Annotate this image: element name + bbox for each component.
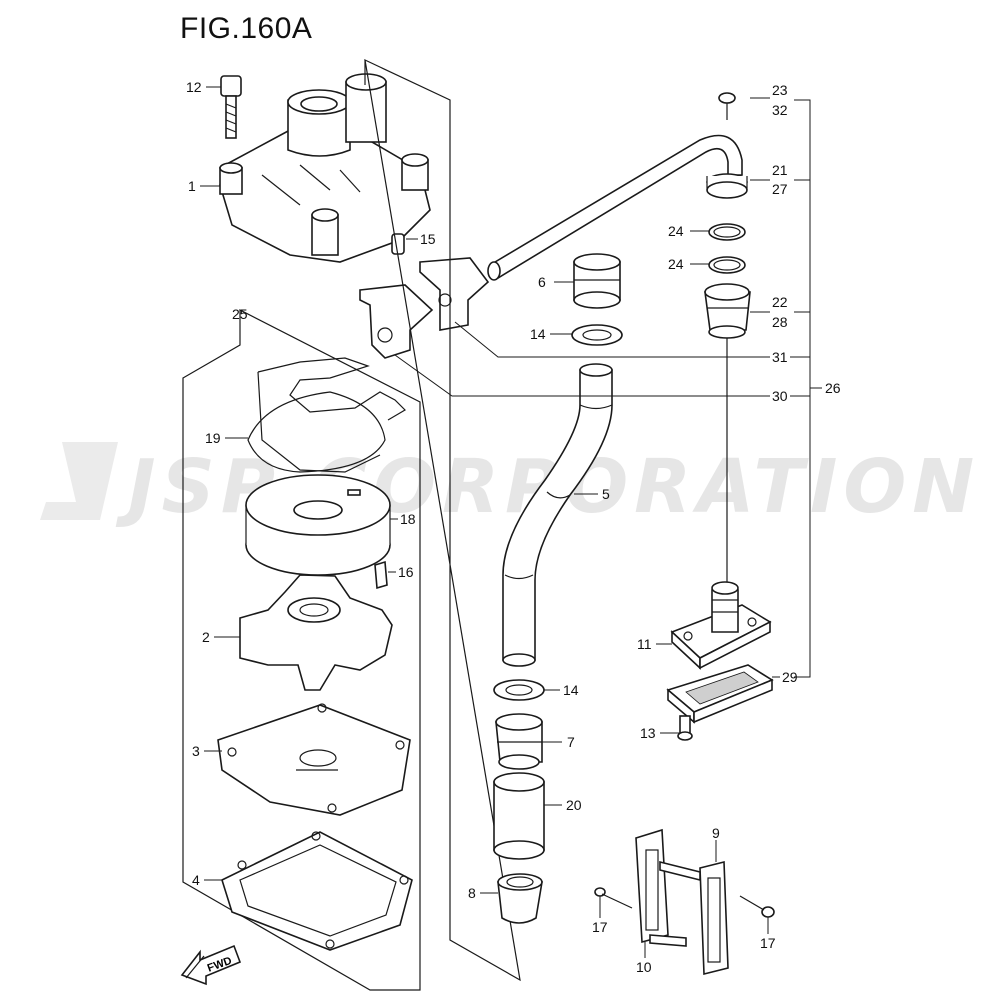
callout-24-upper: 24 — [668, 223, 684, 239]
callout-29: 29 — [782, 669, 798, 685]
callout-6: 6 — [538, 274, 546, 290]
part-31-bracket — [419, 257, 490, 331]
part-3-plate — [217, 703, 411, 816]
callout-3: 3 — [192, 743, 200, 759]
part-10-clip — [635, 828, 669, 944]
callout-13: 13 — [640, 725, 656, 741]
part-18-liner — [245, 474, 391, 576]
callout-7: 7 — [567, 734, 575, 750]
callout-25: 25 — [232, 306, 248, 322]
part-7-grommet — [495, 713, 543, 770]
callout-18: 18 — [400, 511, 416, 527]
callout-28: 28 — [772, 314, 788, 330]
part-19-guide — [247, 357, 406, 473]
leader-lines — [200, 86, 822, 958]
kit-outline-center — [364, 58, 521, 982]
watermark: JSP CORPORATION — [40, 442, 974, 530]
callout-32: 32 — [772, 102, 788, 118]
part-17-screw-right — [739, 895, 775, 918]
part-16-key — [374, 560, 388, 590]
callout-19: 19 — [205, 430, 221, 446]
part-5-hose — [502, 363, 613, 667]
callout-4: 4 — [192, 872, 200, 888]
part-15-pin — [391, 233, 405, 255]
callout-23: 23 — [772, 82, 788, 98]
callout-14-lower: 14 — [563, 682, 579, 698]
part-29-screen — [666, 664, 774, 724]
callout-1: 1 — [188, 178, 196, 194]
callout-labels: 12 1 15 25 19 18 16 2 3 4 6 14 5 14 7 20… — [186, 79, 841, 975]
part-14-washer-2 — [493, 679, 545, 701]
callout-26: 26 — [825, 380, 841, 396]
callout-31: 31 — [772, 349, 788, 365]
part-20-tube — [493, 772, 545, 860]
part-4-gasket — [221, 831, 413, 951]
part-1-pump-case — [219, 73, 431, 263]
callout-10: 10 — [636, 959, 652, 975]
part-8-sleeve — [497, 873, 543, 924]
part-22-grommet — [704, 283, 751, 339]
part-12-bolt — [220, 75, 242, 139]
part-9-clip — [649, 860, 729, 976]
figure-title: FIG.160A — [180, 12, 313, 45]
callout-22: 22 — [772, 294, 788, 310]
callout-24-lower: 24 — [668, 256, 684, 272]
fwd-arrow-icon: FWD — [180, 944, 242, 986]
part-2-impeller — [239, 574, 393, 691]
callout-17-right: 17 — [760, 935, 776, 951]
part-6-grommet — [573, 253, 621, 309]
callout-17-left: 17 — [592, 919, 608, 935]
callout-20: 20 — [566, 797, 582, 813]
callout-27: 27 — [772, 181, 788, 197]
part-11-outlet — [670, 581, 772, 670]
callout-5: 5 — [602, 486, 610, 502]
part-17-screw-left — [594, 887, 633, 909]
callout-9: 9 — [712, 825, 720, 841]
callout-14-upper: 14 — [530, 326, 546, 342]
callout-11: 11 — [637, 636, 652, 652]
part-23-screw — [718, 92, 736, 120]
part-14-washer — [571, 324, 623, 346]
callout-21: 21 — [772, 162, 788, 178]
callout-30: 30 — [772, 388, 788, 404]
callout-8: 8 — [468, 885, 476, 901]
callout-16: 16 — [398, 564, 414, 580]
callout-12: 12 — [186, 79, 202, 95]
part-13-screw — [677, 715, 693, 741]
part-30-bracket — [359, 284, 434, 359]
watermark-logo-icon — [40, 442, 118, 520]
callout-2: 2 — [202, 629, 210, 645]
callout-15: 15 — [420, 231, 436, 247]
part-21-pipe — [487, 134, 748, 281]
